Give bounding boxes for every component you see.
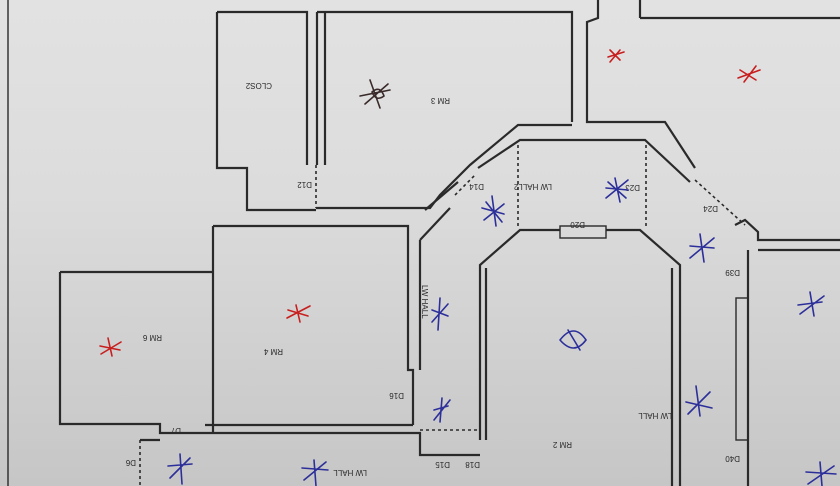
red-mark	[607, 49, 625, 63]
rm6-walls	[58, 270, 213, 435]
bottom-hall-walls	[140, 423, 480, 457]
d7-label: D7	[170, 426, 181, 435]
dark-mark	[359, 79, 391, 109]
d20-door	[559, 225, 607, 239]
right-corridor-walls	[734, 218, 840, 486]
red-mark	[99, 337, 122, 357]
d24-door	[694, 179, 746, 226]
d12-label: D12	[297, 180, 312, 189]
d14-label: D14	[469, 182, 484, 191]
blue-mark	[301, 459, 329, 486]
blue-mark	[685, 385, 713, 417]
d14-door	[454, 174, 476, 196]
d23-label: D23	[625, 183, 640, 192]
rm6-label: RM 6	[142, 333, 162, 342]
top-right-walls	[585, 0, 696, 169]
rm3-label: RM 3	[430, 96, 450, 105]
blue-mark	[431, 297, 449, 331]
blue-mark	[481, 195, 505, 227]
d20-label: D20	[570, 220, 585, 229]
d15-label: D15	[435, 460, 450, 469]
blue-mark	[797, 291, 825, 317]
blue-mark	[433, 397, 451, 423]
d39-label: D39	[725, 268, 740, 277]
rm4-label: RM 4	[263, 347, 283, 356]
d24-label: D24	[703, 204, 718, 213]
red-mark	[286, 304, 311, 323]
blue-mark	[559, 329, 587, 351]
rm4-walls	[211, 224, 415, 432]
rm2-label: RM 2	[552, 440, 572, 449]
right-pillar	[735, 297, 749, 441]
d16-label: D16	[389, 391, 404, 400]
blue-mark	[605, 177, 629, 203]
blue-mark	[167, 453, 193, 485]
d6-label: D6	[125, 458, 136, 467]
lw-hall-bottom-label: LW HALL	[333, 468, 367, 477]
d40-label: D40	[725, 454, 740, 463]
lw-hall-mid-label: LW HALL	[420, 285, 429, 319]
blue-mark	[689, 233, 715, 263]
d18-label: D18	[465, 460, 480, 469]
rm2-walls	[478, 228, 682, 486]
blue-mark	[805, 461, 837, 486]
rm3-walls	[315, 10, 574, 210]
lw-hall-right-label: LW HALL	[638, 411, 672, 420]
red-mark	[737, 65, 761, 83]
clos2-label: CLOS2	[245, 81, 272, 90]
lw-hall2-label: LW HALL2	[513, 182, 552, 191]
clos2-walls	[215, 10, 316, 212]
lw-hall2-walls	[418, 138, 691, 370]
